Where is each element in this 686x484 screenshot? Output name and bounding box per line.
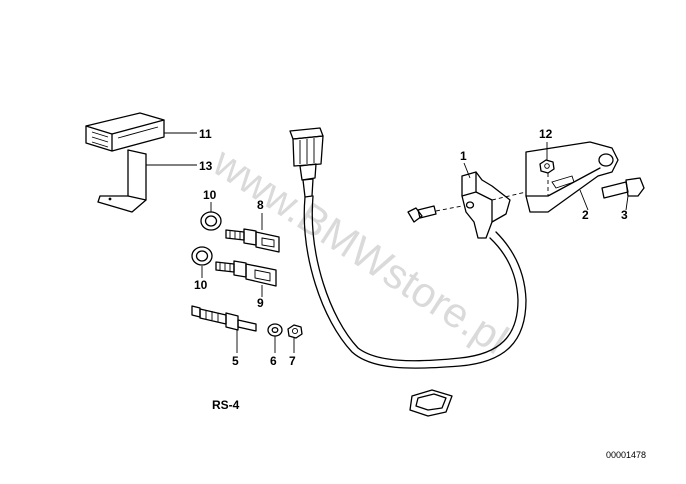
long-sensor[interactable]: [191, 305, 257, 332]
module-bracket[interactable]: [97, 149, 147, 213]
cable-clip[interactable]: [409, 389, 453, 417]
temperature-sensor-upper[interactable]: [225, 228, 280, 253]
control-module[interactable]: [85, 112, 165, 152]
crankshaft-sensor-with-cable[interactable]: [289, 127, 527, 369]
assembly-line-bolt: [435, 205, 463, 212]
image-code: 00001478: [606, 450, 646, 460]
callout-2: 2: [582, 208, 589, 222]
callout-10-lower: 10: [194, 278, 208, 292]
callout-10-upper: 10: [203, 188, 217, 202]
washer[interactable]: [267, 323, 283, 337]
callout-8: 8: [257, 198, 264, 212]
callout-6: 6: [270, 354, 277, 368]
sensor-bracket[interactable]: [525, 141, 619, 213]
group-label: RS-4: [212, 398, 240, 412]
seal-ring-upper[interactable]: [200, 211, 222, 231]
temperature-sensor-lower[interactable]: [215, 260, 277, 287]
leader-2: [579, 189, 589, 211]
leader-1: [463, 162, 471, 179]
sensor-bolt[interactable]: [407, 205, 437, 223]
callout-5: 5: [232, 354, 239, 368]
callout-9: 9: [257, 296, 264, 310]
assembly-line-bracket: [491, 191, 527, 201]
hex-nut[interactable]: [287, 324, 303, 339]
bracket-bolt[interactable]: [601, 177, 645, 199]
leader-3: [625, 195, 629, 211]
callout-7: 7: [289, 354, 296, 368]
callout-3: 3: [621, 208, 628, 222]
bracket-nut[interactable]: [539, 159, 555, 174]
seal-ring-lower[interactable]: [191, 246, 213, 266]
callout-12: 12: [539, 127, 553, 141]
callout-13: 13: [199, 159, 213, 173]
callout-1: 1: [460, 149, 467, 163]
callout-11: 11: [199, 127, 212, 141]
